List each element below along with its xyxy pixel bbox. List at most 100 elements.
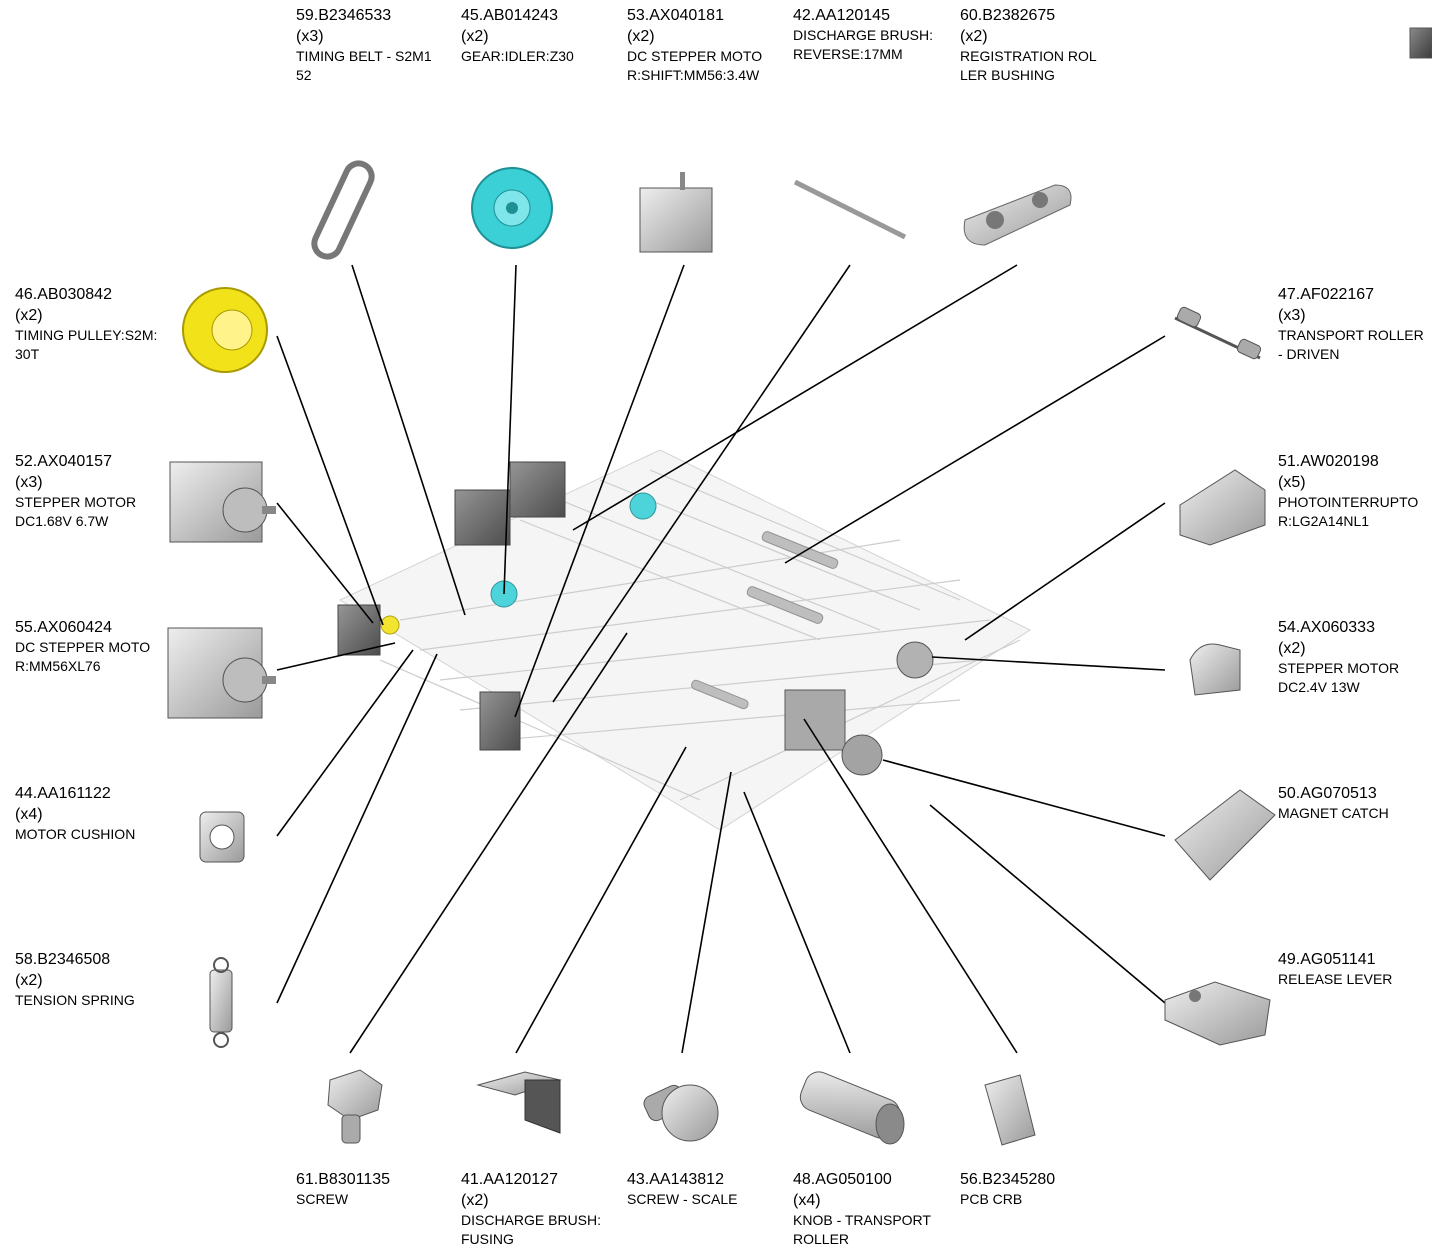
leader-43: [681, 771, 732, 1054]
part-code: 59.B2346533: [296, 7, 392, 24]
part-description: DISCHARGE BRUSH:REVERSE:17MM: [793, 27, 934, 62]
callout-47: 47.AF022167 (x3) TRANSPORT ROLLER - DRIV…: [1278, 284, 1428, 364]
leader-46: [276, 335, 384, 626]
leader-59: [351, 264, 466, 616]
part-code: 49.AG051141: [1278, 951, 1376, 968]
leader-49: [929, 804, 1166, 1004]
part-53-motor-illustration: [639, 172, 713, 253]
part-code: 52.AX040157: [15, 453, 112, 470]
part-code: 41.AA120127: [461, 1171, 558, 1188]
part-54-motor-illustration: [1189, 643, 1241, 696]
part-52-motor-illustration: [169, 461, 276, 543]
leader-41: [515, 746, 687, 1054]
part-quantity: (x3): [15, 474, 43, 491]
part-51-photointerruptor-illustration: [1179, 469, 1266, 546]
part-code: 58.B2346508: [15, 951, 111, 968]
part-description: TENSION SPRING: [15, 992, 135, 1008]
part-55-motor-illustration: [167, 627, 276, 719]
part-49-release-lever-illustration: [1164, 981, 1271, 1046]
part-59-timing-belt-illustration: [311, 160, 375, 260]
part-code: 50.AG070513: [1278, 785, 1377, 802]
part-quantity: (x3): [296, 28, 324, 45]
part-code: 42.AA120145: [793, 7, 890, 24]
leader-58: [276, 653, 438, 1004]
callout-58: 58.B2346508 (x2) TENSION SPRING: [15, 949, 165, 1010]
callout-53: 53.AX040181 (x2) DC STEPPER MOTOR:SHIFT:…: [627, 5, 777, 85]
callout-60: 60.B2382675 (x2) REGISTRATION ROLLER BUS…: [960, 5, 1110, 85]
part-description: DC STEPPER MOTOR:SHIFT:MM56:3.4W: [627, 48, 763, 83]
part-60-bushing-illustration: [963, 184, 1072, 246]
leader-47: [784, 335, 1166, 564]
part-description: GEAR:IDLER:Z30: [461, 48, 574, 64]
callout-59: 59.B2346533 (x3) TIMING BELT - S2M152: [296, 5, 446, 85]
leader-56: [803, 718, 1018, 1054]
partial-part-illustration: [1409, 27, 1432, 59]
part-code: 43.AA143812: [627, 1171, 724, 1188]
leader-55: [276, 642, 396, 671]
part-description: SCREW: [296, 1191, 349, 1207]
callout-50: 50.AG070513 MAGNET CATCH: [1278, 783, 1428, 823]
leader-54: [931, 656, 1166, 671]
leader-45: [503, 264, 517, 595]
leader-48: [743, 791, 851, 1054]
callout-56: 56.B2345280 PCB CRB: [960, 1169, 1110, 1209]
part-description: MAGNET CATCH: [1278, 805, 1389, 821]
part-code: 55.AX060424: [15, 619, 112, 636]
part-quantity: (x4): [793, 1192, 821, 1209]
part-46-pulley-illustration: [182, 287, 268, 373]
part-description: TIMING PULLEY:S2M:30T: [15, 327, 158, 362]
part-quantity: (x2): [960, 28, 988, 45]
part-code: 46.AB030842: [15, 286, 112, 303]
part-code: 53.AX040181: [627, 7, 724, 24]
callout-48: 48.AG050100 (x4) KNOB - TRANSPORT ROLLER: [793, 1169, 943, 1249]
part-code: 56.B2345280: [960, 1171, 1056, 1188]
part-43-screw-scale-illustration: [643, 1084, 719, 1142]
part-58-spring-illustration: [209, 957, 233, 1048]
callout-55: 55.AX060424 DC STEPPER MOTOR:MM56XL76: [15, 617, 165, 676]
callout-42: 42.AA120145 DISCHARGE BRUSH:REVERSE:17MM: [793, 5, 943, 64]
part-quantity: (x2): [627, 28, 655, 45]
part-description: REGISTRATION ROLLER BUSHING: [960, 48, 1097, 83]
part-quantity: (x2): [15, 307, 43, 324]
central-assembly: [337, 449, 1032, 831]
part-description: DISCHARGE BRUSH:FUSING: [461, 1212, 602, 1247]
leader-50: [882, 759, 1166, 837]
part-description: KNOB - TRANSPORT ROLLER: [793, 1212, 931, 1247]
part-61-screw-illustration: [327, 1069, 383, 1144]
callout-54: 54.AX060333 (x2) STEPPER MOTOR DC2.4V 13…: [1278, 617, 1428, 697]
part-description: STEPPER MOTOR DC1.68V 6.7W: [15, 494, 137, 529]
part-quantity: (x3): [1278, 307, 1306, 324]
part-code: 61.B8301135: [296, 1171, 391, 1188]
part-code: 51.AW020198: [1278, 453, 1379, 470]
part-48-knob-illustration: [799, 1071, 905, 1145]
leader-60: [572, 264, 1018, 531]
leader-lines: [276, 264, 1166, 1054]
part-description: RELEASE LEVER: [1278, 971, 1393, 987]
part-description: STEPPER MOTOR DC2.4V 13W: [1278, 660, 1400, 695]
part-quantity: (x2): [461, 1192, 489, 1209]
part-50-magnet-catch-illustration: [1174, 789, 1276, 881]
part-code: 44.AA161122: [15, 785, 111, 802]
part-47-roller-illustration: [1174, 306, 1262, 360]
part-quantity: (x2): [461, 28, 489, 45]
leader-52: [276, 502, 374, 624]
part-description: PCB CRB: [960, 1191, 1023, 1207]
leader-51: [964, 502, 1166, 641]
leader-42: [552, 264, 851, 703]
leader-53: [514, 264, 685, 718]
part-code: 48.AG050100: [793, 1171, 892, 1188]
part-quantity: (x5): [1278, 474, 1306, 491]
leader-44: [276, 649, 414, 837]
callout-45: 45.AB014243 (x2) GEAR:IDLER:Z30: [461, 5, 611, 66]
part-56-pcb-illustration: [984, 1074, 1036, 1146]
part-description: SCREW - SCALE: [627, 1191, 738, 1207]
part-code: 47.AF022167: [1278, 286, 1375, 303]
part-description: DC STEPPER MOTOR:MM56XL76: [15, 639, 151, 674]
callout-41: 41.AA120127 (x2) DISCHARGE BRUSH:FUSING: [461, 1169, 611, 1249]
callout-46: 46.AB030842 (x2) TIMING PULLEY:S2M:30T: [15, 284, 165, 364]
callout-44: 44.AA161122 (x4) MOTOR CUSHION: [15, 783, 165, 844]
callout-43: 43.AA143812 SCREW - SCALE: [627, 1169, 777, 1209]
part-description: MOTOR CUSHION: [15, 826, 136, 842]
leader-61: [349, 632, 628, 1054]
